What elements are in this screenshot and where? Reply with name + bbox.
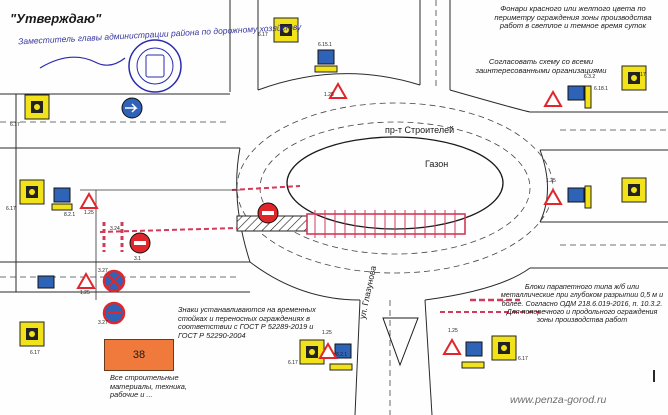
approach-fence [99, 227, 238, 233]
sign-code: 1.25 [324, 92, 334, 98]
sign-38: 38 [104, 339, 174, 371]
roundabout [236, 73, 548, 301]
sign-code: 6.18.1 [594, 86, 608, 92]
materials-note: Все строительные материалы, техника, раб… [110, 373, 187, 400]
sign-code: 8.2.1 [64, 212, 76, 218]
traffic-island [382, 317, 419, 367]
roadwork-triangles [76, 81, 563, 359]
sign-code: 3.1 [134, 256, 141, 262]
sign-code: 1.25 [84, 210, 94, 216]
sign-code: 8.2.1 [336, 352, 348, 358]
approval-stamp [39, 39, 182, 93]
sign-code: 3.27 [98, 320, 108, 326]
lawn-label: Газон [425, 159, 449, 169]
sign-code: 6.15.1 [318, 42, 332, 48]
sign-code: 1.25 [448, 328, 458, 334]
sign-code: 1.25 [322, 330, 332, 336]
lamps-note: Фонари красного или желтого цвета по пер… [494, 4, 652, 31]
traffic-light-signs [19, 17, 647, 365]
signs-note: Знаки устанавливаются на временных стойк… [178, 305, 316, 340]
sign-code: 6.17 [636, 72, 646, 78]
work-zone-fence [306, 213, 466, 235]
blocks-note: Блоки парапетного типа ж/б или металличе… [500, 282, 664, 325]
sign-code: 6.3.2 [584, 74, 596, 80]
sign-code: 6.17 [288, 360, 298, 366]
sign-code: 6.17 [518, 356, 528, 362]
approval-heading: "Утверждаю" [10, 11, 102, 26]
sign-code: 3.24 [110, 226, 120, 232]
approach-fence [231, 185, 301, 191]
site-watermark: www.penza-gorod.ru [510, 394, 607, 406]
street-name: пр-т Строителей [385, 125, 455, 135]
no-entry-signs [102, 202, 279, 325]
direction-signs [37, 49, 585, 359]
sign-code: 6.17 [30, 350, 40, 356]
sign-code: 6.17 [258, 32, 268, 38]
sign-code: 6.17 [10, 122, 20, 128]
sign-code: 1.25 [546, 178, 556, 184]
agreement-note: Согласовать схему со всеми заинтересован… [475, 57, 607, 75]
sign-code: 3.27 [98, 268, 108, 274]
fence-posts [314, 210, 456, 238]
distance-plates [51, 65, 592, 371]
sign-code: 1.25 [80, 290, 90, 296]
sign-code: 6.17 [6, 206, 16, 212]
